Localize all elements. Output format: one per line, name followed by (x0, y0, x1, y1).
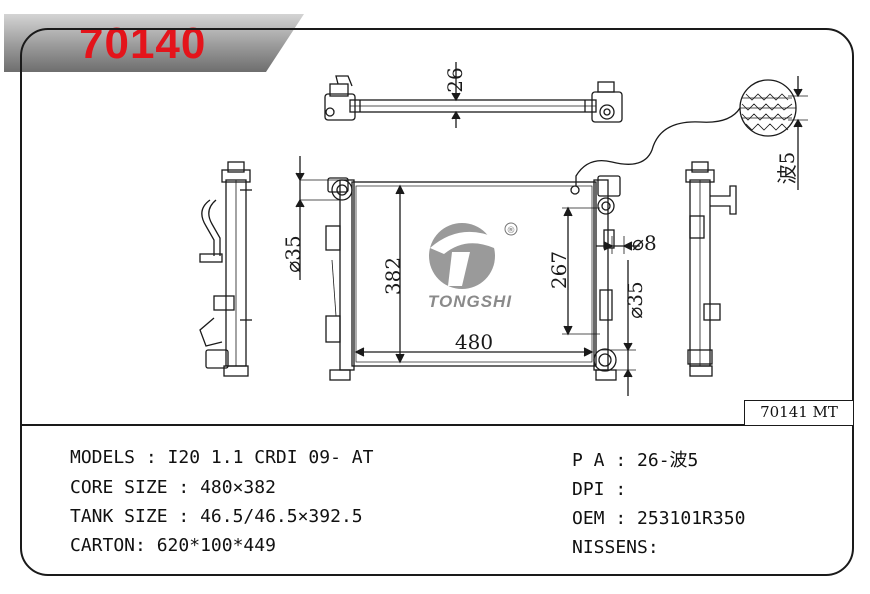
spec-models: MODELS : I20 1.1 CRDI 09- AT (70, 449, 373, 467)
spec-nissens: NISSENS: (572, 539, 659, 557)
spec-value: I20 1.1 CRDI 09- AT (167, 447, 374, 468)
spec-label: OEM (572, 508, 605, 529)
radiator-drawing: 26 波5 ⌀35 382 480 267 ⌀8 ⌀35 TONGSHI ® (199, 62, 808, 396)
spec-separator: : (167, 477, 201, 498)
dim-wave: 波5 (775, 152, 799, 185)
frame-divider (20, 424, 854, 426)
spec-label: MODELS (70, 447, 136, 468)
spec-value: 253101R350 (637, 508, 746, 529)
spec-label: CORE SIZE (70, 477, 168, 498)
outer-frame (20, 28, 854, 576)
spec-label: DPI (572, 479, 605, 500)
spec-value: 480×382 (200, 477, 276, 498)
spec-value: 26-波5 (637, 450, 699, 471)
dim-outlet-dia: ⌀35 (623, 281, 647, 319)
spec-label: TANK SIZE (70, 506, 168, 527)
spec-carton: CARTON: 620*100*449 (70, 537, 276, 555)
spec-separator: : (604, 508, 638, 529)
dim-tank-height: 267 (547, 251, 571, 289)
spec-separator: : (135, 535, 157, 556)
spec-value: 620*100*449 (156, 535, 276, 556)
spec-tank-size: TANK SIZE : 46.5/46.5×392.5 (70, 508, 363, 526)
spec-separator: : (604, 450, 638, 471)
tongshi-logo (429, 222, 518, 289)
registered-mark: ® (507, 226, 516, 236)
spec-value: 46.5/46.5×392.5 (200, 506, 363, 527)
top-view (324, 75, 623, 123)
spec-core-size: CORE SIZE : 480×382 (70, 479, 276, 497)
dim-inlet-dia: ⌀35 (281, 235, 305, 273)
dim-small-dia: ⌀8 (632, 231, 657, 255)
spec-separator: : (135, 447, 168, 468)
spec-separator: : (604, 479, 638, 500)
spec-oem: OEM : 253101R350 (572, 510, 745, 528)
spec-separator: : (167, 506, 201, 527)
right-side-view (685, 161, 737, 377)
left-side-view (199, 161, 252, 377)
fin-detail (575, 79, 797, 186)
spec-separator: : (647, 537, 659, 558)
spec-dpi: DPI : (572, 481, 637, 499)
brand-wordmark: TONGSHI (428, 292, 512, 311)
spec-label: P A (572, 450, 605, 471)
spec-label: CARTON (70, 535, 136, 556)
spec-pa: P A : 26-波5 (572, 452, 698, 470)
dim-core-width: 480 (455, 330, 493, 354)
dim-core-height: 382 (381, 257, 405, 295)
dim-top-height: 26 (443, 67, 467, 92)
spec-label: NISSENS (572, 537, 648, 558)
part-code-box: 70141 MT (744, 400, 854, 426)
